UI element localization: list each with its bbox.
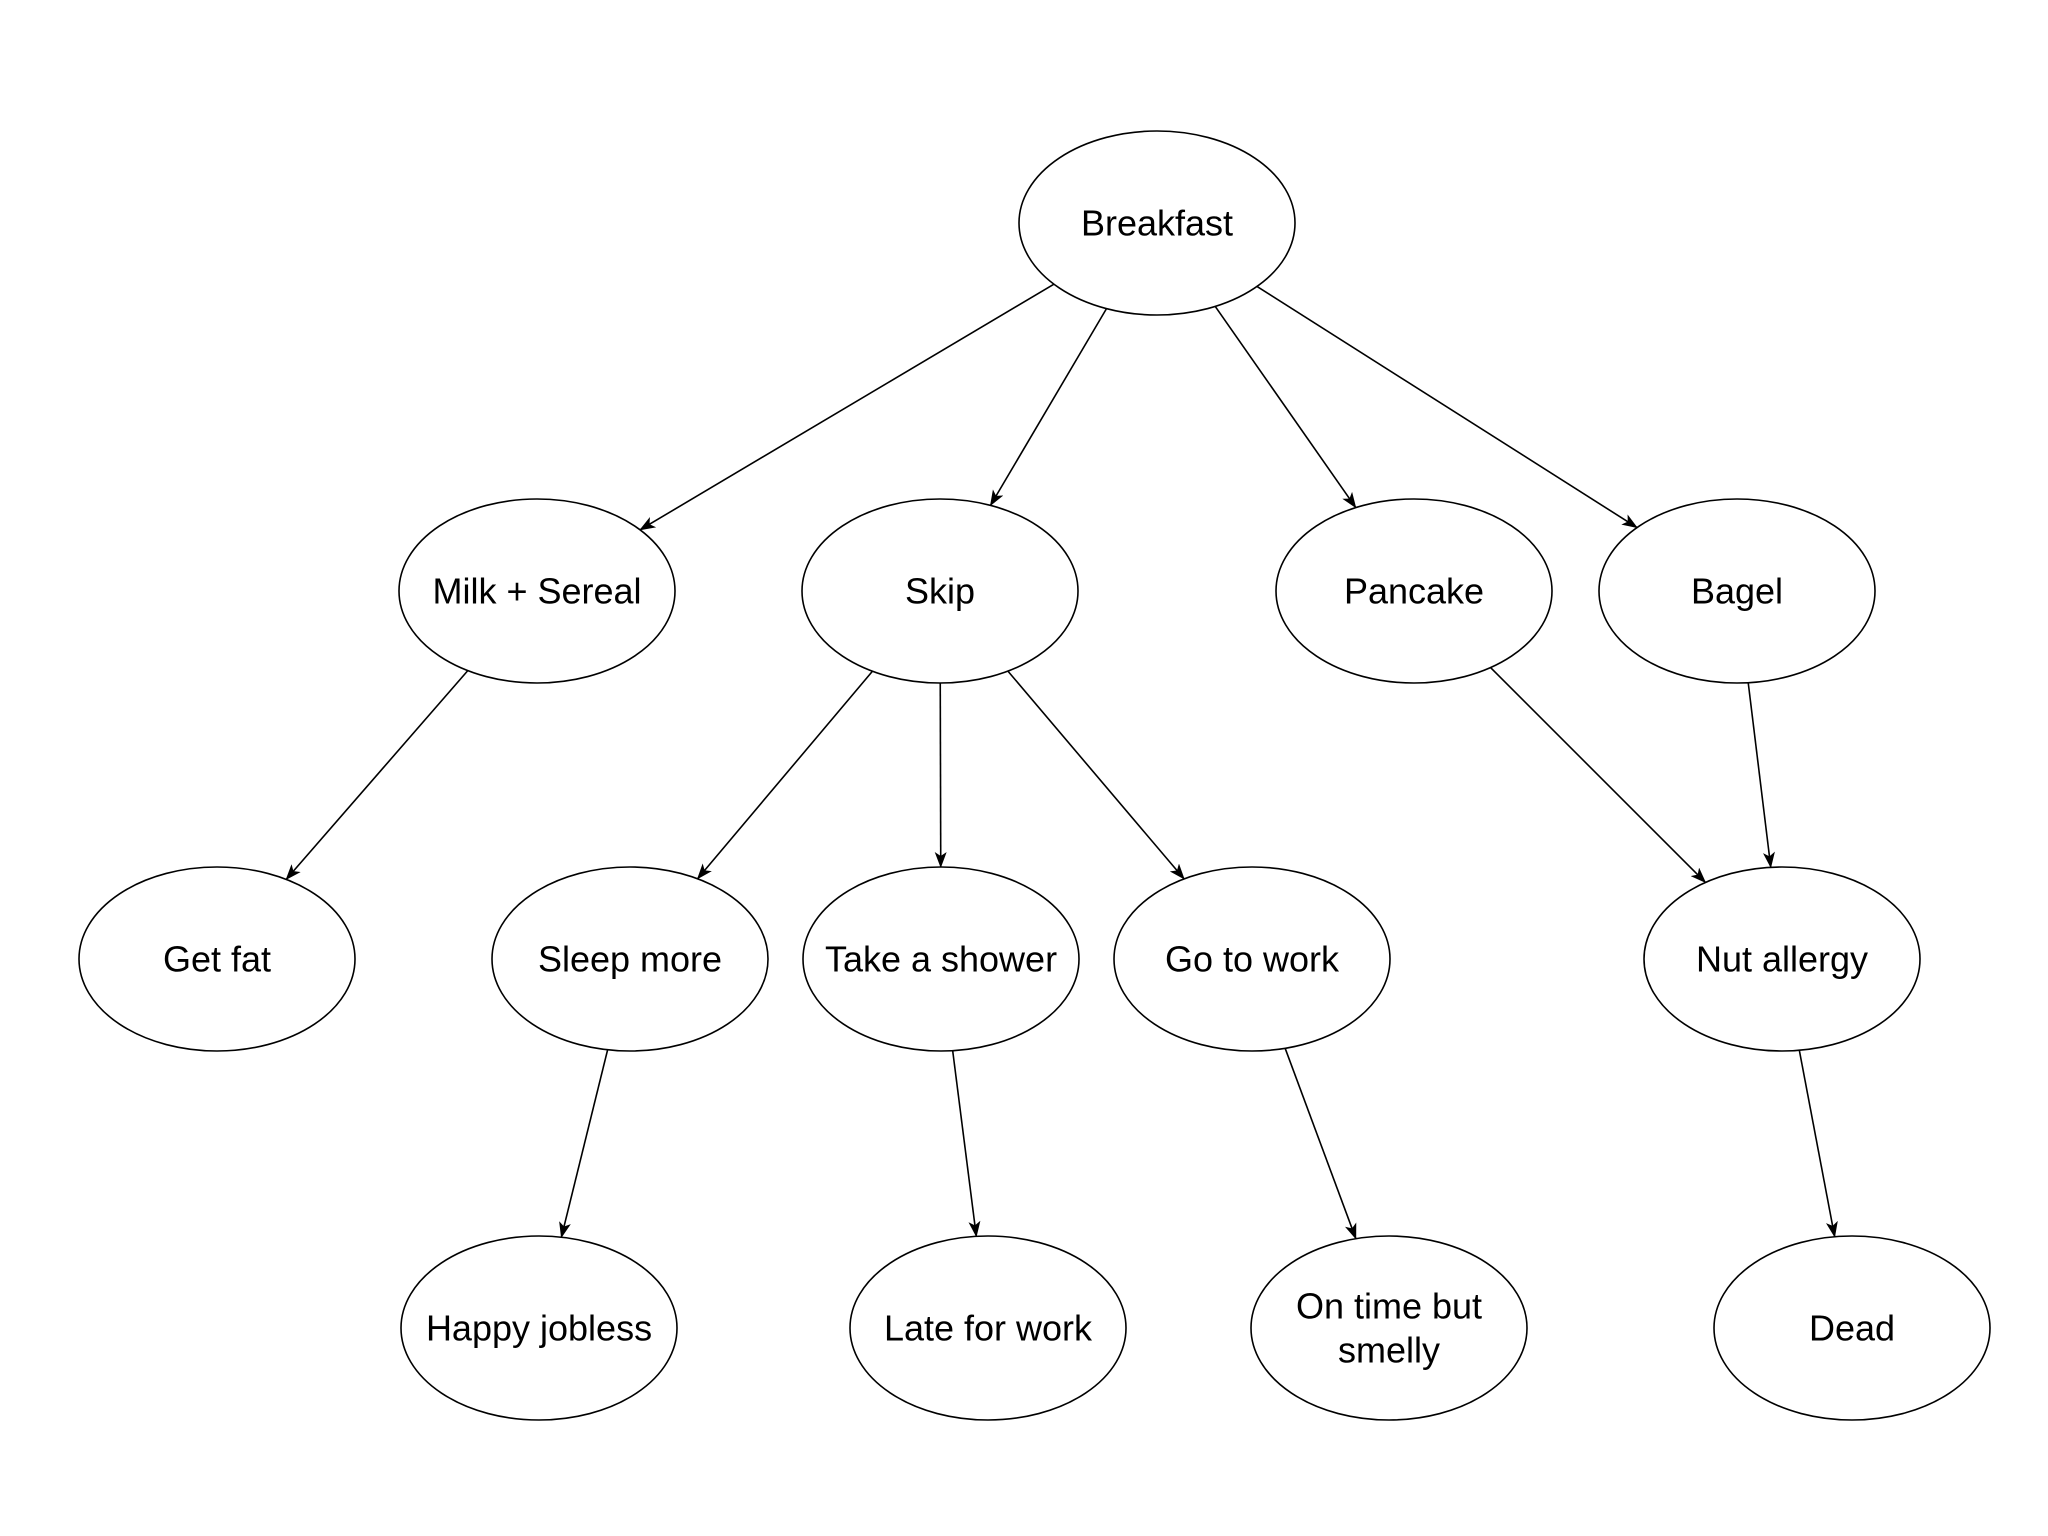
node-label: Sleep more xyxy=(538,939,722,980)
edges-layer xyxy=(285,283,1838,1240)
node-sleep: Sleep more xyxy=(491,866,769,1052)
node-label: smelly xyxy=(1338,1330,1440,1371)
node-ellipse xyxy=(398,498,676,684)
edge-nut-to-dead xyxy=(1798,1050,1838,1238)
node-pancake: Pancake xyxy=(1275,498,1553,684)
node-late: Late for work xyxy=(849,1235,1127,1421)
node-skip: Skip xyxy=(801,498,1079,684)
node-gowork: Go to work xyxy=(1113,866,1391,1052)
edge-skip-to-gowork xyxy=(1007,670,1185,880)
node-ellipse xyxy=(801,498,1079,684)
node-milk: Milk + Sereal xyxy=(398,498,676,684)
edge-breakfast-to-pancake xyxy=(1214,305,1357,509)
node-label: Pancake xyxy=(1344,571,1484,612)
node-label: Happy jobless xyxy=(426,1308,652,1349)
edge-shower-to-late xyxy=(951,1050,981,1238)
node-ellipse xyxy=(802,866,1080,1052)
node-label: Dead xyxy=(1809,1308,1895,1349)
node-ellipse xyxy=(1018,130,1296,316)
node-happy: Happy jobless xyxy=(400,1235,678,1421)
node-label: Milk + Sereal xyxy=(432,571,641,612)
node-nut: Nut allergy xyxy=(1643,866,1921,1052)
node-getfat: Get fat xyxy=(78,866,356,1052)
node-ellipse xyxy=(1250,1235,1528,1421)
edge-breakfast-to-bagel xyxy=(1256,285,1638,529)
node-label: Nut allergy xyxy=(1696,939,1868,980)
node-label: Bagel xyxy=(1691,571,1783,612)
edge-bagel-to-nut xyxy=(1747,682,1775,869)
node-ellipse xyxy=(400,1235,678,1421)
node-label: Go to work xyxy=(1165,939,1340,980)
node-label: Take a shower xyxy=(825,939,1057,980)
node-breakfast: Breakfast xyxy=(1018,130,1296,316)
node-label: Breakfast xyxy=(1081,203,1233,244)
node-ellipse xyxy=(1275,498,1553,684)
edge-skip-to-shower xyxy=(934,682,947,869)
node-label: On time but xyxy=(1296,1286,1482,1327)
node-shower: Take a shower xyxy=(802,866,1080,1052)
node-ellipse xyxy=(849,1235,1127,1421)
edge-breakfast-to-skip xyxy=(989,308,1108,507)
node-label: Skip xyxy=(905,571,975,612)
node-label: Get fat xyxy=(163,939,271,980)
edge-breakfast-to-milk xyxy=(639,283,1055,531)
node-dead: Dead xyxy=(1713,1235,1991,1421)
edge-milk-to-getfat xyxy=(285,670,469,881)
edge-sleep-to-happy xyxy=(559,1049,609,1239)
node-label: Late for work xyxy=(884,1308,1093,1349)
node-bagel: Bagel xyxy=(1598,498,1876,684)
node-ellipse xyxy=(1713,1235,1991,1421)
node-ellipse xyxy=(1643,866,1921,1052)
edge-skip-to-sleep xyxy=(696,670,874,880)
edge-pancake-to-nut xyxy=(1489,666,1707,884)
node-ellipse xyxy=(78,866,356,1052)
node-ellipse xyxy=(1598,498,1876,684)
edge-gowork-to-ontime xyxy=(1284,1048,1357,1240)
node-ellipse xyxy=(491,866,769,1052)
node-ellipse xyxy=(1113,866,1391,1052)
